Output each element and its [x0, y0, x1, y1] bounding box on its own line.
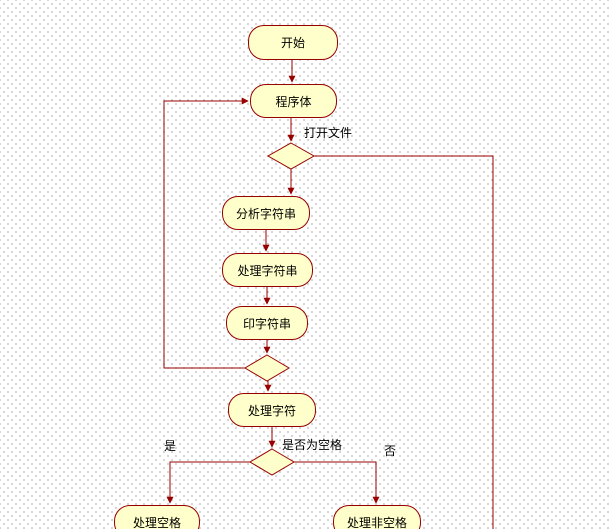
node-program-body[interactable]: 程序体: [250, 84, 337, 118]
decision-diamond-is-space[interactable]: [249, 448, 295, 476]
edge-label-no: 否: [384, 444, 397, 458]
node-start[interactable]: 开始: [248, 25, 338, 60]
node-print-string[interactable]: 印字符串: [226, 306, 308, 340]
node-analyze-string[interactable]: 分析字符串: [222, 196, 310, 230]
edge-label-open-file: 打开文件: [304, 126, 353, 140]
node-process-space[interactable]: 处理空格: [114, 505, 200, 529]
edge-label-yes: 是: [164, 439, 177, 453]
edge-decision1-right-long: [314, 155, 494, 529]
edge-decision3-no-to-process-nonspace: [294, 461, 380, 504]
decision-diamond-open-file[interactable]: [266, 142, 316, 170]
node-process-char[interactable]: 处理字符: [228, 393, 316, 427]
edge-decision3-yes-to-process-space: [166, 461, 250, 504]
edge-decision2-loop-to-program-body: [163, 97, 249, 369]
edge-label-is-space-question: 是否为空格: [282, 438, 343, 452]
node-process-nonspace[interactable]: 处理非空格: [333, 505, 421, 529]
decision-diamond-loop[interactable]: [244, 354, 290, 382]
node-process-string[interactable]: 处理字符串: [222, 253, 313, 287]
